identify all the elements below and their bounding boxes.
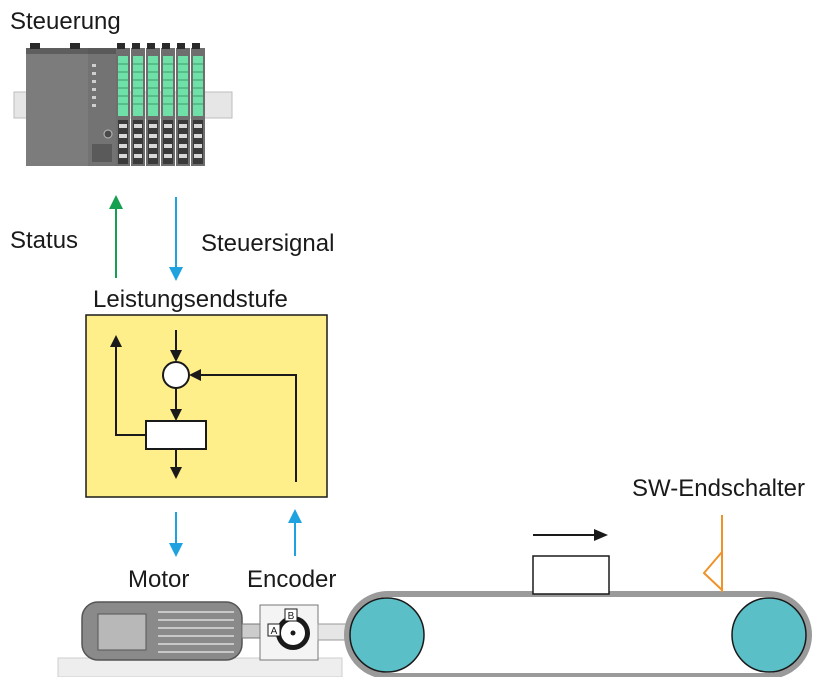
sw-limit-switch-label: SW-Endschalter [632, 475, 805, 502]
controller-label: Steuerung [10, 8, 121, 35]
encoder-channel-a: A [271, 626, 278, 637]
right-pulley [731, 597, 807, 673]
direction-arrow-icon [533, 529, 608, 541]
left-pulley [349, 597, 425, 673]
limit-switch-icon [702, 515, 723, 592]
motor-icon [57, 601, 343, 677]
motor-label: Motor [128, 566, 190, 593]
io-modules [116, 43, 205, 166]
status-label: Status [10, 227, 79, 254]
power-stage-label: Leistungsendstufe [93, 286, 288, 313]
summing-junction [162, 361, 190, 389]
conveyor-icon [344, 591, 812, 677]
motor-arrow [169, 512, 183, 557]
encoder-channel-b: B [288, 611, 295, 622]
status-arrow [109, 195, 123, 278]
encoder-label: Encoder [247, 566, 337, 593]
controller-plc-icon [13, 43, 233, 166]
control-signal-label: Steuersignal [201, 230, 335, 257]
encoder-arrow [288, 509, 302, 556]
encoder-icon: B A [259, 604, 349, 661]
power-stage-block [85, 314, 328, 498]
controller-box [145, 420, 207, 450]
control-signal-arrow [169, 197, 183, 281]
conveyor-load [532, 555, 610, 595]
